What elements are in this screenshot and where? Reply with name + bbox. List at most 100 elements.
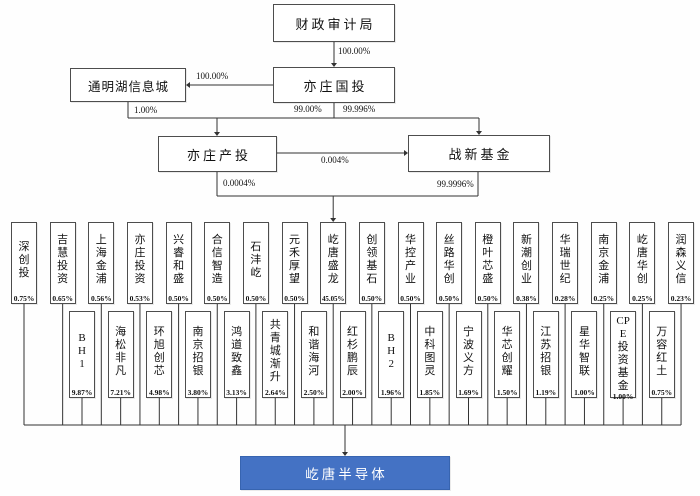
shareholder-name: 华控产业: [405, 234, 416, 286]
shareholder-name: 润森义信: [675, 234, 687, 286]
shareholder-name: 元禾厚望: [289, 234, 301, 286]
shareholder-percentage: 0.38%: [516, 293, 537, 303]
shareholder-percentage: 0.50%: [477, 293, 499, 303]
shareholder-percentage: 1.50%: [496, 387, 518, 397]
shareholder-percentage: 0.28%: [554, 293, 576, 303]
shareholder-percentage: 0.75%: [651, 387, 673, 397]
shareholder-box-lower-7: 红杉鹏辰 2.00%: [339, 311, 366, 398]
shareholder-percentage: 3.13%: [226, 387, 247, 397]
node-yizhuang-guotou: 亦庄国投: [273, 67, 395, 103]
shareholder-percentage: 0.50%: [168, 293, 189, 303]
shareholder-name: 上海金浦: [95, 234, 107, 286]
shareholder-name: 江苏招银: [540, 325, 552, 377]
shareholder-percentage: 45.05%: [321, 294, 345, 303]
shareholder-box-lower-15: 万容红土 0.75%: [648, 311, 675, 398]
shareholder-percentage: 1.85%: [419, 387, 441, 397]
shareholder-box-upper-8: 屹唐盛龙 45.05%: [320, 222, 347, 304]
shareholder-percentage: 4.98%: [148, 387, 170, 397]
edge-label-guotou-to-tongminghu: 100.00%: [196, 71, 229, 81]
shareholder-percentage: 1.19%: [535, 387, 557, 397]
shareholder-percentage: 0.23%: [670, 293, 692, 303]
shareholder-box-upper-4: 兴睿和盛 0.50%: [165, 222, 192, 304]
shareholder-name: 石沣屹: [250, 240, 262, 279]
shareholder-name: 中科图灵: [424, 325, 436, 377]
shareholder-name: 鸿道致鑫: [231, 325, 243, 377]
shareholder-box-lower-4: 鸿道致鑫 3.13%: [223, 311, 250, 398]
shareholder-name: 屹唐盛龙: [327, 234, 339, 286]
node-finance-audit-bureau: 财政审计局: [273, 4, 395, 42]
edge-label-tongminghu-to-chantou: 1.00%: [134, 105, 158, 115]
shareholder-name: 亦庄投资: [134, 234, 146, 286]
shareholder-percentage: 1.00%: [612, 391, 634, 401]
shareholder-box-lower-1: 海松非凡 7.21%: [107, 311, 134, 398]
edge-label-guotou-to-chantou: 99.00%: [294, 104, 322, 114]
shareholder-percentage: 0.56%: [90, 293, 112, 303]
edge-label-chantou-to-shenglong: 0.0004%: [223, 178, 256, 188]
shareholder-name: 屹唐华创: [636, 234, 648, 286]
shareholder-name: 丝路华创: [443, 234, 455, 286]
shareholder-box-lower-13: 星华智联 1.00%: [571, 311, 598, 398]
node-zhanxin-fund: 战新基金: [408, 135, 550, 172]
shareholder-name: 华芯创耀: [501, 325, 513, 377]
shareholder-box-upper-3: 亦庄投资 0.53%: [126, 222, 153, 304]
shareholder-box-upper-0: 深创投 0.75%: [11, 222, 37, 304]
shareholder-percentage: 1.69%: [458, 387, 479, 397]
node-tongminghu: 通明湖信息城: [70, 68, 186, 102]
shareholder-name: 红杉鹏辰: [347, 325, 359, 377]
shareholder-box-upper-13: 新潮创业 0.38%: [513, 222, 540, 304]
shareholder-box-lower-9: 中科图灵 1.85%: [416, 311, 443, 398]
shareholder-percentage: 2.00%: [342, 387, 363, 397]
shareholder-name: 兴睿和盛: [173, 234, 185, 286]
shareholder-percentage: 0.53%: [129, 293, 151, 303]
shareholder-box-upper-2: 上海金浦 0.56%: [88, 222, 115, 304]
edge-label-chantou-to-zhanxin: 0.004%: [321, 155, 349, 165]
shareholder-name: 南京招银: [192, 325, 204, 377]
shareholder-box-lower-11: 华芯创耀 1.50%: [494, 311, 521, 398]
shareholder-percentage: 3.80%: [187, 387, 209, 397]
shareholder-name: 南京金浦: [598, 234, 610, 286]
shareholder-percentage: 0.25%: [632, 293, 653, 303]
shareholder-percentage: 7.21%: [110, 387, 131, 397]
shareholder-name: 共青城渐升: [269, 319, 281, 384]
shareholder-name: 深创投: [18, 240, 30, 279]
shareholder-box-upper-16: 屹唐华创 0.25%: [629, 222, 656, 304]
shareholder-box-upper-15: 南京金浦 0.25%: [590, 222, 617, 304]
shareholder-percentage: 2.50%: [303, 387, 325, 397]
shareholder-percentage: 0.75%: [13, 293, 35, 303]
shareholder-percentage: 0.50%: [438, 293, 460, 303]
shareholder-name: 华瑞世纪: [559, 234, 571, 286]
shareholder-name: 新潮创业: [520, 234, 532, 286]
shareholder-percentage: 0.25%: [593, 293, 615, 303]
shareholder-name: 万容红土: [656, 325, 668, 377]
shareholder-percentage: 0.50%: [284, 293, 305, 303]
shareholder-name: 海松非凡: [115, 325, 127, 377]
shareholder-percentage: 1.96%: [380, 387, 402, 397]
edge-label-guotou-to-zhanxin: 99.996%: [343, 104, 376, 114]
shareholder-percentage: 0.50%: [361, 293, 383, 303]
shareholder-name: 吉慧投资: [57, 234, 69, 286]
shareholder-percentage: 9.87%: [71, 387, 93, 397]
node-yizhuang-chantou: 亦庄产投: [158, 136, 277, 172]
shareholder-name: 星华智联: [578, 325, 590, 377]
shareholder-box-upper-7: 元禾厚望 0.50%: [281, 222, 308, 304]
shareholder-percentage: 1.00%: [574, 387, 595, 397]
shareholder-name: 创领基石: [366, 234, 378, 286]
shareholder-box-upper-10: 华控产业 0.50%: [397, 222, 424, 304]
edge-label-zhanxin-to-shenglong: 99.9996%: [437, 179, 474, 189]
shareholder-box-upper-14: 华瑞世纪 0.28%: [552, 222, 579, 304]
shareholder-percentage: 0.50%: [400, 293, 421, 303]
shareholder-box-lower-3: 南京招银 3.80%: [184, 311, 211, 398]
shareholder-box-upper-11: 丝路华创 0.50%: [436, 222, 463, 304]
node-company-yitang-semiconductor: 屹唐半导体: [240, 456, 450, 490]
